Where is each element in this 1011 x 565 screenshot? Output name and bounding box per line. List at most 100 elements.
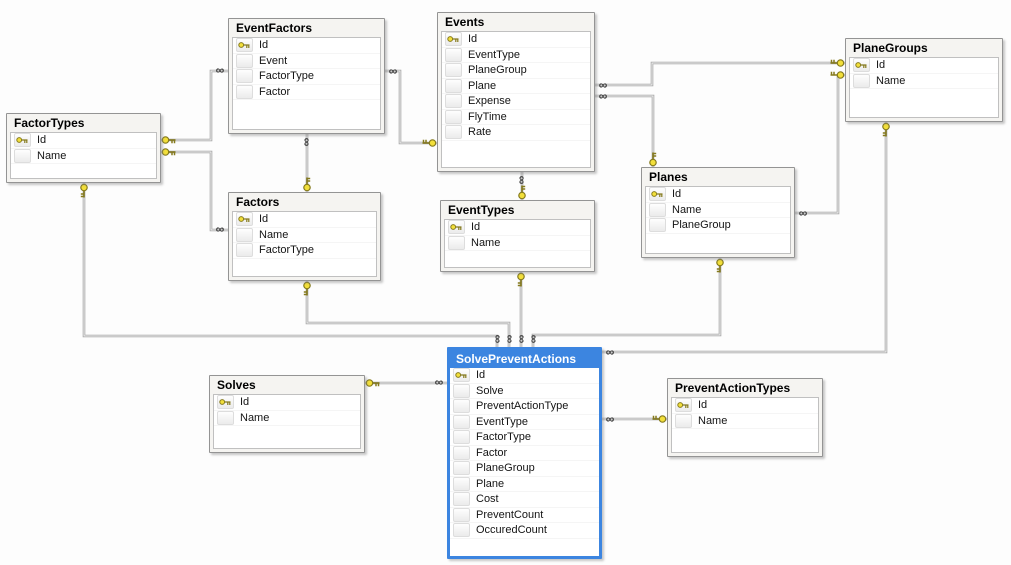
column-name: EventType	[468, 48, 520, 61]
column-row-Id[interactable]: Id	[450, 368, 599, 384]
relationship-SolvePreventActions_FactorTypes[interactable]: ∞	[80, 183, 504, 347]
column-name: Plane	[476, 477, 505, 490]
column-row-PlaneGroup[interactable]: PlaneGroup	[646, 218, 790, 234]
relationship-SolvePreventActions_EventTypes[interactable]: ∞	[514, 272, 528, 347]
relationship-EventFactors_FactorTypes[interactable]: ∞	[161, 64, 228, 144]
table-header[interactable]: EventFactors	[229, 19, 384, 37]
relationship-Factors_FactorTypes[interactable]: ∞	[161, 148, 228, 237]
column-row-Name[interactable]: Name	[672, 413, 818, 429]
column-row-Name[interactable]: Name	[445, 235, 590, 251]
table-header[interactable]: Events	[438, 13, 594, 31]
relationship-SolvePreventActions_Solves[interactable]: ∞	[365, 376, 447, 390]
table-header[interactable]: FactorTypes	[7, 114, 160, 132]
row-selector	[236, 53, 253, 68]
relationship-line[interactable]	[595, 61, 845, 87]
table-header[interactable]: EventTypes	[441, 201, 594, 219]
column-row-FactorType[interactable]: FactorType	[233, 243, 376, 259]
primary-key-icon	[238, 41, 250, 48]
table-header[interactable]: Solves	[210, 376, 364, 394]
relationship-line[interactable]	[595, 94, 655, 167]
column-row-Name[interactable]: Name	[233, 227, 376, 243]
relationship-EventFactors_Factors[interactable]: ∞	[300, 134, 314, 192]
relationship-line[interactable]	[385, 69, 437, 145]
column-row-Rate[interactable]: Rate	[442, 125, 590, 141]
column-name: Id	[259, 213, 269, 226]
column-row-Factor[interactable]: Factor	[233, 84, 380, 100]
column-row-Id[interactable]: Id	[850, 58, 998, 74]
column-row-OccuredCount[interactable]: OccuredCount	[450, 523, 599, 539]
column-row-Id[interactable]: Id	[672, 398, 818, 414]
relationship-SolvePreventActions_Planes[interactable]: ∞	[526, 258, 724, 347]
relationship-Events_PlaneGroups[interactable]: ∞	[595, 59, 845, 92]
column-row-PlaneGroup[interactable]: PlaneGroup	[450, 461, 599, 477]
row-selector	[453, 476, 470, 491]
column-row-Name[interactable]: Name	[850, 73, 998, 89]
column-row-FactorType[interactable]: FactorType	[450, 430, 599, 446]
column-row-Id[interactable]: Id	[214, 395, 360, 411]
relationship-line[interactable]	[161, 150, 228, 232]
column-name: Id	[471, 221, 481, 234]
column-row-FactorType[interactable]: FactorType	[233, 69, 380, 85]
column-row-Cost[interactable]: Cost	[450, 492, 599, 508]
table-title: PreventActionTypes	[675, 381, 791, 395]
column-row-Expense[interactable]: Expense	[442, 94, 590, 110]
many-symbol-icon: ∞	[599, 78, 608, 92]
table-header[interactable]: PlaneGroups	[846, 39, 1002, 57]
many-symbol-icon: ∞	[799, 206, 808, 220]
column-row-FlyTime[interactable]: FlyTime	[442, 109, 590, 125]
table-header[interactable]: SolvePreventActions	[450, 350, 599, 368]
column-row-Id[interactable]: Id	[11, 133, 156, 149]
column-row-Factor[interactable]: Factor	[450, 445, 599, 461]
column-row-Id[interactable]: Id	[442, 32, 590, 48]
relationship-Events_EventTypes[interactable]: ∞	[515, 172, 529, 200]
column-row-Plane[interactable]: Plane	[450, 476, 599, 492]
row-selector	[445, 94, 462, 109]
column-row-Solve[interactable]: Solve	[450, 383, 599, 399]
column-row-Name[interactable]: Name	[646, 202, 790, 218]
column-row-Plane[interactable]: Plane	[442, 78, 590, 94]
column-row-Id[interactable]: Id	[233, 212, 376, 228]
column-row-PreventCount[interactable]: PreventCount	[450, 507, 599, 523]
relationship-SolvePreventActions_Factors[interactable]: ∞	[303, 281, 516, 347]
relationship-Planes_PlaneGroups[interactable]: ∞	[795, 71, 845, 220]
table-header[interactable]: Planes	[642, 168, 794, 186]
column-row-Event[interactable]: Event	[233, 53, 380, 69]
column-row-Name[interactable]: Name	[11, 148, 156, 164]
column-row-PlaneGroup[interactable]: PlaneGroup	[442, 63, 590, 79]
column-row-Id[interactable]: Id	[233, 38, 380, 54]
column-row-Id[interactable]: Id	[445, 220, 590, 236]
row-selector	[445, 63, 462, 78]
relationship-EventFactors_Events[interactable]: ∞	[385, 64, 437, 147]
relationship-Events_Planes[interactable]: ∞	[595, 89, 657, 167]
column-row-EventType[interactable]: EventType	[450, 414, 599, 430]
relationship-line[interactable]	[161, 69, 228, 142]
column-row-PreventActionType[interactable]: PreventActionType	[450, 399, 599, 415]
row-selector	[445, 125, 462, 140]
relationship-SolvePreventActions_PlaneGroups[interactable]: ∞	[602, 122, 890, 359]
row-selector	[453, 430, 470, 445]
relationship-SolvePreventActions_PreventActionTypes[interactable]: ∞	[602, 412, 667, 426]
column-row-EventType[interactable]: EventType	[442, 47, 590, 63]
column-name: Name	[876, 74, 906, 87]
row-selector	[453, 414, 470, 429]
row-selector	[649, 202, 666, 217]
column-row-Name[interactable]: Name	[214, 410, 360, 426]
table-header[interactable]: Factors	[229, 193, 380, 211]
column-row-Id[interactable]: Id	[646, 187, 790, 203]
primary-key-cell	[448, 220, 465, 235]
column-name: Name	[672, 203, 702, 216]
table-title: Factors	[236, 195, 280, 209]
table-header[interactable]: PreventActionTypes	[668, 379, 822, 397]
row-selector	[236, 84, 253, 99]
key-symbol-icon	[649, 152, 657, 167]
